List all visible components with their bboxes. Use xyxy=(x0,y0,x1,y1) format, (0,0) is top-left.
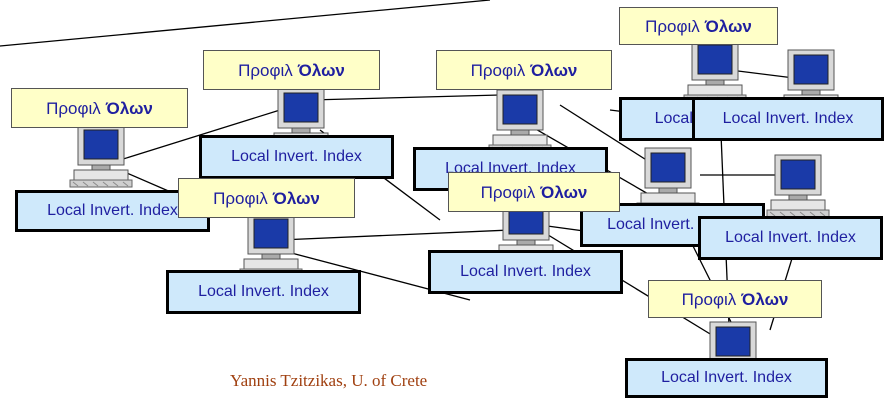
local-inverted-index-box: Local Invert. Index xyxy=(692,97,884,141)
computer-icon xyxy=(683,39,747,103)
computer-icon xyxy=(69,124,133,188)
computer-icon xyxy=(488,89,552,153)
profile-label-text: Προφιλ xyxy=(213,188,268,208)
profile-label-bold-text: Όλων xyxy=(105,98,153,118)
computer-icon xyxy=(766,154,830,218)
author-credit: Yannis Tzitzikas, U. of Crete xyxy=(230,371,428,390)
network-link xyxy=(279,229,511,241)
computer-icon xyxy=(239,213,303,277)
profile-label-bold-text: Όλων xyxy=(272,188,320,208)
local-inverted-index-box: Local Invert. Index xyxy=(199,135,394,179)
local-inverted-index-box: Local Invert. Index xyxy=(15,190,210,232)
profile-label-text: Προφιλ xyxy=(681,289,737,309)
profile-label-text: Προφιλ xyxy=(480,182,536,202)
profile-label-bold-text: Όλων xyxy=(530,60,578,80)
profile-label-bold-text: Όλων xyxy=(540,182,588,202)
local-inverted-index-box: Local Invert. Index xyxy=(698,216,883,260)
profile-label-text: Προφιλ xyxy=(238,60,293,80)
network-link xyxy=(0,0,491,47)
local-inverted-index-box: Local Invert. Index xyxy=(166,270,361,314)
network-link xyxy=(539,229,721,341)
profile-label-text: Προφιλ xyxy=(470,60,526,80)
network-link xyxy=(309,94,501,101)
profile-label-text: Προφιλ xyxy=(46,98,101,118)
local-inverted-index-box: Local Invert. Index xyxy=(428,250,623,294)
profile-label-text: Προφιλ xyxy=(645,16,700,36)
profile-label-bold-text: Όλων xyxy=(741,289,789,309)
computer-icon xyxy=(636,147,700,211)
profile-label-bold-text: Όλων xyxy=(297,60,345,80)
profile-label-bold-text: Όλων xyxy=(704,16,752,36)
local-inverted-index-box: Local Invert. Index xyxy=(625,358,828,398)
